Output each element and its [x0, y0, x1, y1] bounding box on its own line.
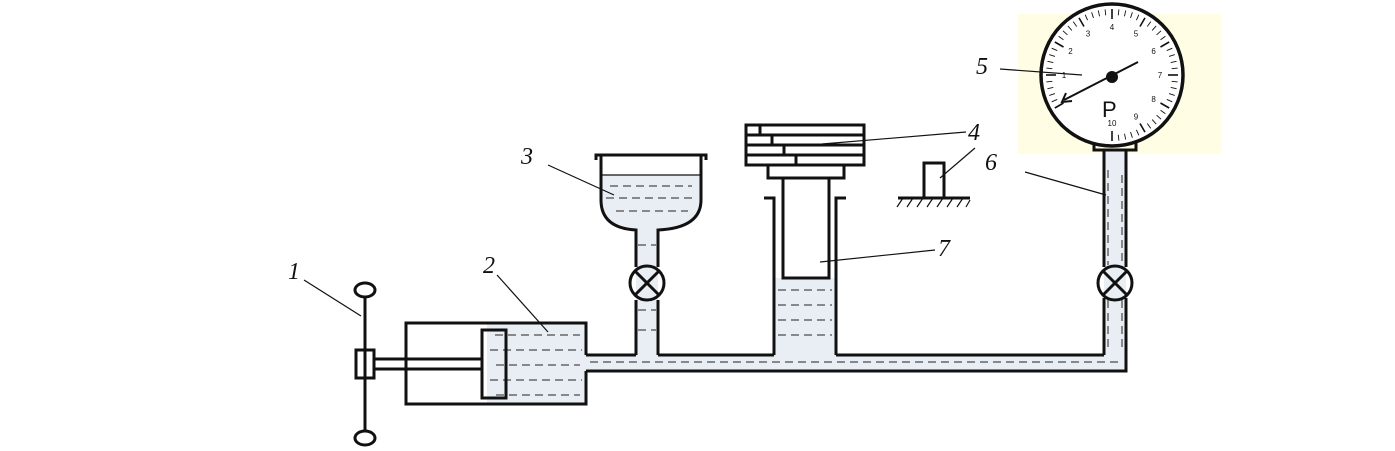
gauge-tick: [1058, 35, 1064, 41]
gauge-tick: [1097, 10, 1100, 17]
label-piston: 7: [938, 236, 951, 262]
gauge-tick: [1171, 80, 1178, 83]
gauge-tick: [1151, 119, 1157, 125]
gauge-tick: [1091, 12, 1094, 19]
gauge-needle: [1063, 61, 1139, 101]
gauge-tick: [1170, 60, 1177, 63]
gauge-tick: [1139, 17, 1146, 27]
gauge-tick: [1054, 41, 1064, 48]
gauge-scale-number: 1: [1062, 71, 1067, 80]
gauge-scale-number: 10: [1108, 119, 1117, 128]
pressure-gauge: 1 2 3 4 5 6 7 8 9 10 P: [1039, 2, 1185, 148]
gauge-tick: [1160, 41, 1170, 48]
gauge-tick: [1168, 93, 1175, 96]
gauge-tick: [1047, 87, 1054, 90]
gauge-tick: [1117, 134, 1120, 141]
gauge-tick: [1062, 30, 1068, 36]
gauge-tick: [1047, 60, 1054, 63]
pump-cylinder: [374, 321, 588, 406]
label-standard-piece: 6: [985, 150, 997, 176]
label-weights: 4: [968, 120, 980, 146]
main-pipe: [586, 298, 1128, 373]
gauge-tick: [1084, 14, 1089, 21]
label-reservoir: 3: [520, 144, 533, 170]
gauge-tick: [1046, 67, 1053, 70]
gauge-letter: P: [1102, 97, 1117, 122]
gauge-tick: [1124, 10, 1127, 17]
gauge-tick: [1139, 123, 1146, 133]
liquid-dashes: [490, 170, 1123, 396]
label-cylinder: 2: [483, 253, 495, 279]
gauge-tick: [1160, 35, 1166, 41]
gauge-tick: [1156, 30, 1162, 36]
gauge-scale-number: 3: [1086, 29, 1091, 38]
gauge-tick: [1135, 14, 1140, 21]
gauge-scale-number: 2: [1068, 47, 1073, 56]
gauge-tick: [1051, 47, 1058, 52]
standard-piece: [896, 161, 971, 208]
gauge-tick: [1166, 47, 1173, 52]
gauge-tick: [1170, 87, 1177, 90]
gauge-tick: [1166, 98, 1173, 103]
gauge-tick: [1124, 133, 1127, 140]
gauge-tick: [1146, 21, 1152, 27]
handle: [353, 281, 377, 447]
gauge-tick: [1067, 25, 1073, 31]
gauge-tick: [1171, 67, 1178, 70]
gauge-tick: [1130, 12, 1133, 19]
gauge-tick: [1146, 123, 1152, 129]
gauge-tick: [1051, 98, 1058, 103]
label-gauge: 5: [976, 54, 988, 80]
gauge-tick: [1046, 80, 1053, 83]
reservoir: [594, 153, 708, 355]
gauge-tick: [1104, 9, 1107, 16]
gauge-tick: [1049, 54, 1056, 57]
gauge-tick: [1117, 9, 1120, 16]
gauge-scale-number: 9: [1134, 113, 1139, 122]
gauge-tick: [1078, 17, 1085, 27]
gauge-tick: [1160, 102, 1170, 109]
gauge-tick: [1049, 93, 1056, 96]
leader-lines: [303, 68, 1107, 333]
gauge-tick: [1054, 102, 1064, 109]
gauge-scale-number: 4: [1110, 23, 1115, 32]
gauge-tick: [1168, 54, 1175, 57]
gauge-pivot: [1106, 71, 1118, 83]
gauge-scale-number: 5: [1134, 29, 1139, 38]
gauge-tick: [1135, 129, 1140, 136]
gauge-scale-number: 8: [1151, 95, 1156, 104]
liquid: [487, 150, 1126, 403]
gauge-tick: [1072, 21, 1078, 27]
gauge-tick: [1156, 114, 1162, 120]
gauge-tick: [1130, 131, 1133, 138]
weights: [744, 123, 866, 167]
label-handle: 1: [288, 259, 300, 285]
gauge-tick: [1160, 109, 1166, 115]
gauge-tick: [1151, 25, 1157, 31]
gauge-scale-number: 6: [1151, 47, 1156, 56]
gauge-scale-number: 7: [1158, 71, 1163, 80]
